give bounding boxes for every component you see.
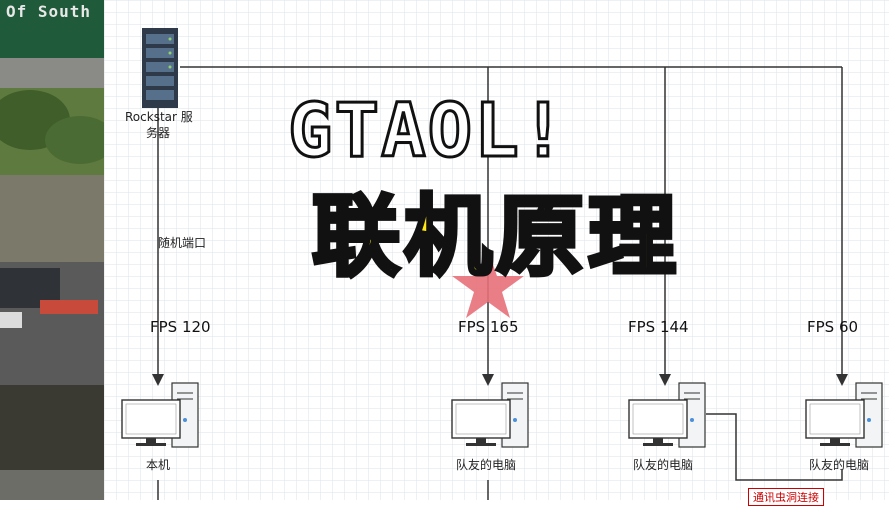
fps-label-1: FPS 120 <box>150 318 211 336</box>
computer-label-3: 队友的电脑 <box>633 458 694 472</box>
star-decoration <box>452 250 524 318</box>
title-line2: 联机原理 <box>310 183 681 290</box>
road-sign-text: Of South <box>6 2 92 21</box>
title-line1: GTAOL! <box>286 87 568 176</box>
desktop-computer-icon <box>628 382 706 448</box>
network-diagram <box>104 0 889 500</box>
fps-label-4: FPS 60 <box>807 318 859 336</box>
connection-lines <box>152 66 848 500</box>
computers-group <box>121 382 883 448</box>
game-screenshot-panel <box>0 0 104 500</box>
computer-label-1: 本机 <box>146 458 171 472</box>
port-label: 随机端口 <box>158 236 207 250</box>
server-rack-icon <box>142 28 178 108</box>
computer-label-4: 队友的电脑 <box>809 458 870 472</box>
desktop-computer-icon <box>451 382 529 448</box>
server-label-line2: 务器 <box>146 126 171 140</box>
road-sign <box>0 0 104 58</box>
server-label-line1: Rockstar 服 <box>125 110 193 124</box>
bottom-note: 通讯虫洞连接 <box>748 488 824 506</box>
desktop-computer-icon <box>805 382 883 448</box>
fps-label-2: FPS 165 <box>458 318 519 336</box>
desktop-computer-icon <box>121 382 199 448</box>
computer-label-2: 队友的电脑 <box>456 458 517 472</box>
fps-label-3: FPS 144 <box>628 318 689 336</box>
